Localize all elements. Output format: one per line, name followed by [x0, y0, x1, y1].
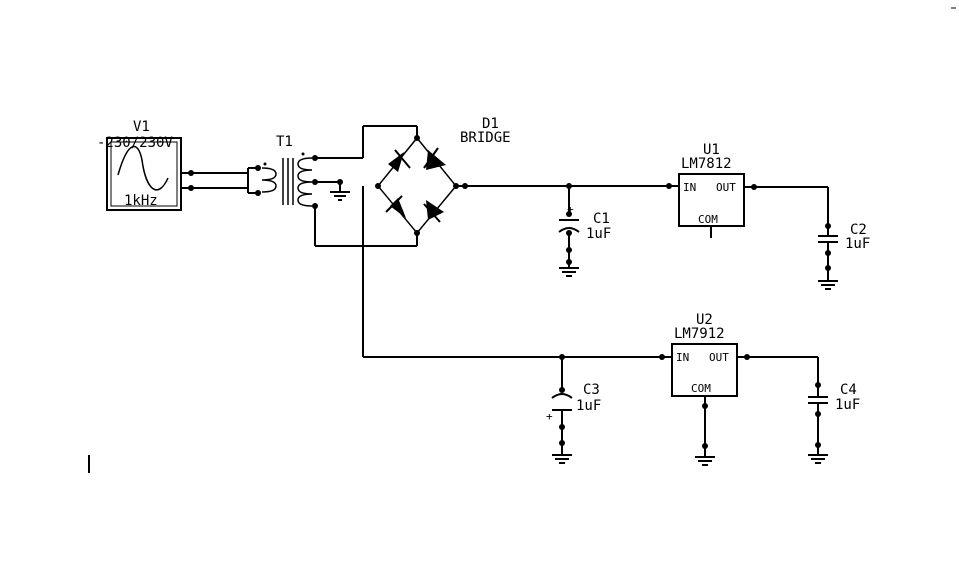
c4-ref: C4: [840, 382, 857, 398]
voltage-source-v1[interactable]: V1 -230/230V 1kHz: [97, 119, 182, 211]
v1-ref: V1: [133, 119, 150, 135]
diode-bridge-d1[interactable]: D1 BRIDGE: [375, 116, 511, 236]
c1-ref: C1: [593, 211, 610, 227]
diode-icon: [423, 200, 444, 223]
u2-output-wires: [737, 354, 819, 397]
sine-wave-icon: [117, 145, 169, 191]
source-wires: [181, 165, 261, 196]
c3-value: 1uF: [576, 398, 601, 414]
positive-rail: [456, 183, 679, 214]
c1-value: 1uF: [586, 226, 611, 242]
regulator-u2[interactable]: U2 LM7912 IN OUT COM: [671, 312, 738, 466]
regulator-u1[interactable]: U1 LM7812 IN OUT COM: [678, 142, 745, 238]
diode-icon: [385, 195, 406, 218]
u1-part: LM7812: [681, 156, 732, 172]
c3-ref: C3: [583, 382, 600, 398]
transformer-t1[interactable]: T1: [261, 134, 318, 209]
u1-pin-out: OUT: [716, 181, 736, 194]
capacitor-c2[interactable]: C2 1uF: [818, 222, 870, 290]
u2-pin-in: IN: [676, 351, 689, 364]
diode-icon: [388, 149, 411, 172]
d1-ref: D1: [482, 116, 499, 132]
d1-value: BRIDGE: [460, 130, 511, 146]
capacitor-c1[interactable]: + C1 1uF: [558, 203, 611, 277]
ground-symbol: [315, 179, 350, 201]
c1-polarity: +: [567, 203, 574, 216]
c2-ref: C2: [850, 222, 867, 238]
u2-part: LM7912: [674, 326, 725, 342]
u2-pin-out: OUT: [709, 351, 729, 364]
v1-frequency: 1kHz: [124, 193, 158, 209]
v1-value: -230/230V: [97, 135, 173, 151]
secondary-wires: [314, 125, 418, 357]
u1-output-wires: [744, 184, 829, 226]
c4-value: 1uF: [835, 397, 860, 413]
u1-ref: U1: [703, 142, 720, 158]
c2-value: 1uF: [845, 236, 870, 252]
negative-rail: [363, 354, 672, 390]
capacitor-c3[interactable]: + C3 1uF: [546, 382, 601, 464]
capacitor-c4[interactable]: C4 1uF: [808, 382, 860, 464]
u1-pin-in: IN: [683, 181, 696, 194]
u2-ref: U2: [696, 312, 713, 328]
t1-ref: T1: [276, 134, 293, 150]
u2-pin-com: COM: [691, 382, 711, 395]
u1-pin-com: COM: [698, 213, 718, 226]
diode-icon: [423, 147, 446, 170]
c3-polarity: +: [546, 410, 553, 423]
